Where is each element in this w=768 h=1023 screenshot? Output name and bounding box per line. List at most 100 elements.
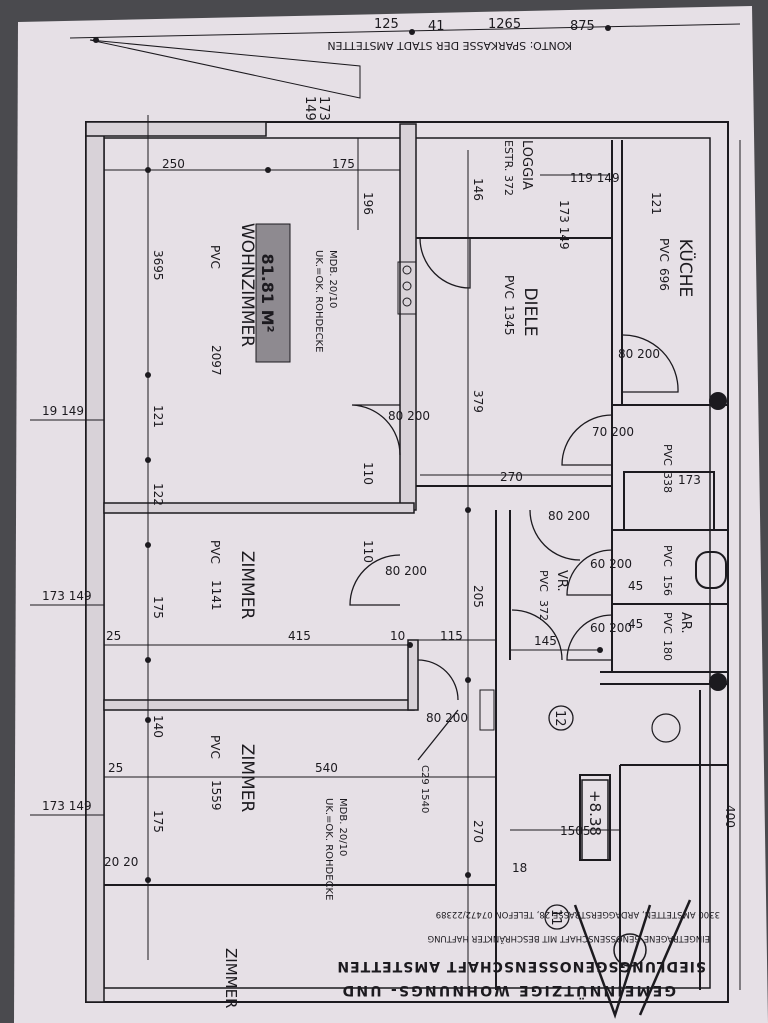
room-floor: ESTR.	[502, 140, 515, 171]
dim-label: 119 149	[570, 171, 620, 185]
room-name: VR.	[554, 570, 569, 592]
room-floor: PVC	[661, 612, 674, 634]
room-area: 1559	[209, 780, 223, 811]
elevation-value: +8.38	[586, 790, 604, 836]
dim-label: 270	[471, 820, 485, 843]
dim-label: 25	[108, 761, 123, 775]
dim-top: 875	[570, 19, 595, 34]
dimension-lines	[30, 23, 741, 990]
dim-top: 41	[428, 19, 445, 34]
room-floor: PVC	[657, 238, 671, 262]
room-name: LOGGIA	[519, 140, 534, 190]
room-floor: PVC	[502, 275, 516, 299]
note-mdb: MDB. 20/10	[327, 250, 338, 308]
wc-floor: PVC	[661, 545, 674, 567]
door-swings	[349, 237, 679, 761]
dim-label: 80 200	[426, 711, 468, 725]
dim-label: 140	[151, 715, 165, 738]
dim-label: 146	[471, 178, 485, 201]
dim-label: 270	[500, 470, 523, 484]
area-badge	[255, 223, 291, 363]
dim-label: 121	[151, 405, 165, 428]
roof-line	[89, 39, 361, 99]
room-name: KÜCHE	[675, 239, 697, 298]
room-floor: PVC	[208, 245, 222, 269]
dim-label: 80 200	[548, 509, 590, 523]
dim-label: 70 200	[592, 425, 634, 439]
room-name: AR.	[678, 612, 693, 634]
stamp-legal: EINGETRAGENE GENOSSENSCHAFT MIT BESCHRÄN…	[428, 933, 710, 944]
dim-label: 80 200	[388, 409, 430, 423]
room-name: DIELE	[520, 287, 540, 336]
unit-number: 11	[548, 909, 563, 926]
dim-label: 80 200	[385, 564, 427, 578]
dim-label: 400	[723, 805, 737, 828]
dim-label: 175	[151, 596, 165, 619]
wall-fill	[85, 121, 419, 1003]
dim-label: 60 200	[590, 557, 632, 571]
dimension-ticks	[93, 25, 611, 883]
dim-label: 173 149	[42, 799, 92, 813]
room-area: 696	[657, 268, 671, 291]
dim-label: 175	[151, 810, 165, 833]
dim-top-left: 173	[316, 96, 331, 121]
dim-label: 3695	[151, 250, 165, 281]
room-area: 1141	[209, 580, 223, 611]
dim-top: 1265	[488, 17, 521, 32]
note-ceiling: UK.=OK. ROHDECKE	[323, 798, 334, 900]
dim-label: 60 200	[590, 621, 632, 635]
total-area: 81.81 M²	[258, 253, 277, 332]
dim-label: 19 149	[42, 404, 84, 418]
dim-label: 205	[471, 585, 485, 608]
dim-label: 45	[628, 617, 643, 631]
dim-label: 1505	[560, 824, 591, 838]
dim-label: 250	[162, 157, 185, 171]
bath-floor: PVC	[661, 444, 674, 466]
note-ceiling: UK.=OK. ROHDECKE	[313, 250, 324, 352]
dim-top-left-sub: 149	[302, 96, 317, 121]
dim-label: 175	[332, 157, 355, 171]
dim-label: 10	[390, 629, 405, 643]
room-area: 372	[502, 175, 515, 196]
dim-top: 125	[374, 17, 399, 32]
dim-label: 25	[106, 629, 121, 643]
dim-label: 115	[440, 629, 463, 643]
room-area: 372	[537, 600, 550, 621]
room-name: WOHNZIMMER	[237, 223, 257, 347]
dim-label: 196	[361, 192, 375, 215]
drain-icon	[651, 713, 681, 743]
dim-label: 415	[288, 629, 311, 643]
elevation-box	[581, 779, 609, 861]
note-mdb: MDB. 20/10	[337, 798, 348, 856]
dim-label: 173 149	[42, 589, 92, 603]
door-code: C29 1540	[419, 765, 430, 813]
room-area: 1345	[502, 305, 516, 336]
company-stamp: 3300 AMSTETTEN, ARDAGGERSTRASSE 28, TELE…	[336, 909, 720, 1000]
unit-number: 12	[552, 710, 567, 727]
company-logo	[573, 899, 692, 1019]
wc-area: 156	[661, 575, 674, 596]
room-floor: PVC	[208, 735, 222, 759]
interior-walls	[104, 140, 728, 990]
dim-label: 121	[649, 192, 663, 215]
dim-label: 379	[471, 390, 485, 413]
account-text: KONTO: SPARKASSE DER STADT AMSTETTEN	[327, 39, 572, 52]
room-floor: PVC	[208, 540, 222, 564]
room-name: ZIMMER	[237, 744, 257, 813]
radiators	[397, 261, 495, 731]
dim-label: 145	[534, 634, 557, 648]
dim-label: 173 149	[557, 200, 571, 250]
stamp-name: GEMEINNÜTZIGE WOHNUNGS- UND	[340, 982, 676, 1000]
room-area: 180	[661, 640, 674, 661]
room-name: ZIMMER	[237, 551, 257, 620]
paper-sheet	[14, 6, 768, 1023]
room-floor: PVC	[537, 570, 550, 592]
dim-label: 122	[151, 483, 165, 506]
dim-label: 110	[361, 462, 375, 485]
dim-label: 20 20	[104, 855, 138, 869]
dim-label: 173	[678, 473, 701, 487]
dim-label: 540	[315, 761, 338, 775]
unit-number-circle	[544, 904, 570, 930]
